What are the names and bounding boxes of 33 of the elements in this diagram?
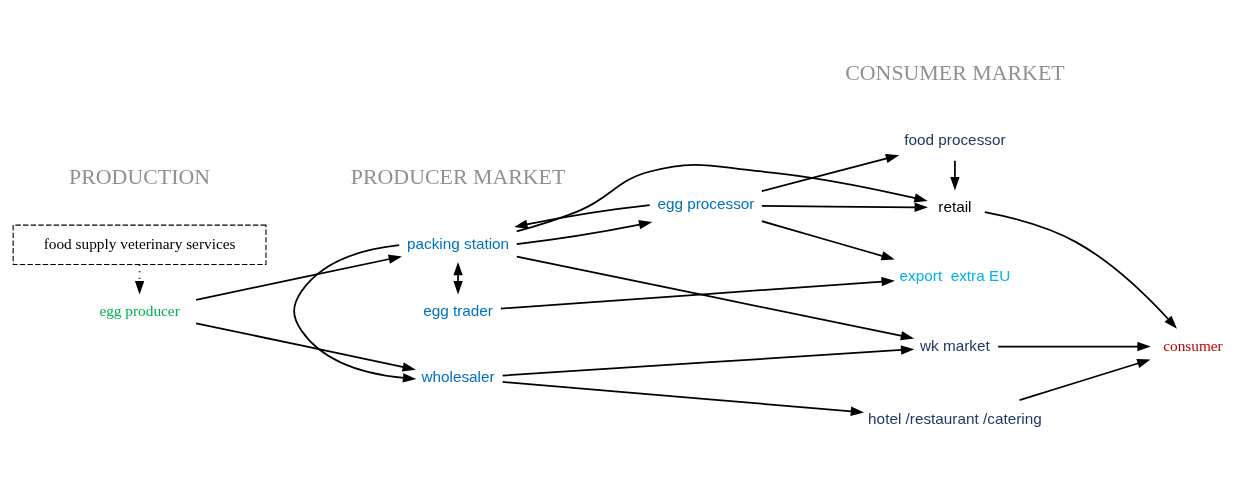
node-text: retail <box>938 197 972 215</box>
arrow <box>515 163 928 233</box>
arrow <box>760 220 895 261</box>
arrow <box>983 211 1177 329</box>
node-box: food supply veterinary services <box>12 224 267 266</box>
arrow <box>760 154 900 192</box>
arrow <box>500 277 895 310</box>
arrow <box>195 322 416 372</box>
node-text: egg trader <box>423 301 493 319</box>
arrow <box>453 261 463 295</box>
arrow <box>760 202 928 212</box>
node-text: wk market <box>920 336 990 354</box>
arrow <box>1018 358 1151 402</box>
node-text: packing station <box>406 234 510 252</box>
node-text: consumer <box>1163 336 1223 354</box>
label: PRODUCER MARKET <box>350 164 566 189</box>
arrow <box>515 220 653 245</box>
arrow <box>501 381 865 416</box>
node-text: wholesaler <box>421 368 495 386</box>
arrow <box>501 345 915 377</box>
arrow <box>293 244 417 383</box>
arrow <box>997 341 1151 352</box>
node-text: egg processor <box>657 195 755 213</box>
label: CONSUMER MARKET <box>845 60 1065 85</box>
arrow <box>515 255 915 341</box>
arrow <box>950 159 960 191</box>
node-text: hotel /restaurant /catering <box>868 409 1042 427</box>
arrow <box>514 204 651 229</box>
node-text: food processor <box>904 130 1006 148</box>
node-text: export extra EU <box>899 266 1011 284</box>
label: PRODUCTION <box>69 164 211 189</box>
arrow <box>195 254 402 301</box>
node-text: egg producer <box>99 301 180 319</box>
